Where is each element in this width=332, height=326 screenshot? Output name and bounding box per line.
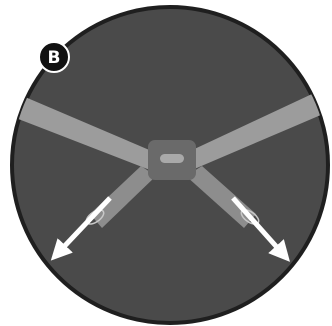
buckle-slot bbox=[160, 154, 184, 163]
step-badge-label: B bbox=[48, 48, 61, 68]
